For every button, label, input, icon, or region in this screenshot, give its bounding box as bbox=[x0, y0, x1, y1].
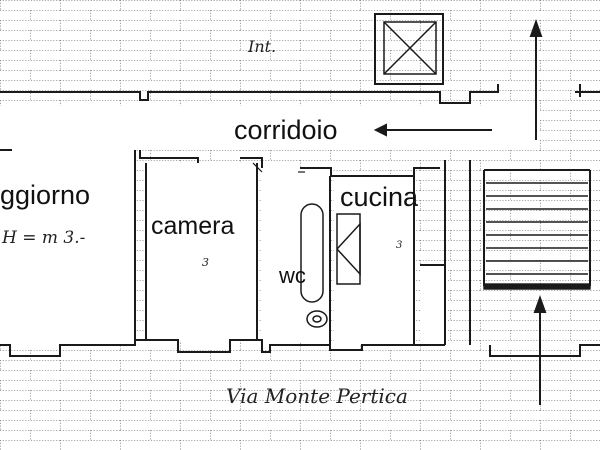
street-label: Via Monte Pertica bbox=[226, 384, 408, 408]
elevator-cross-icon bbox=[374, 13, 444, 85]
living-room-label: ggiorno bbox=[0, 180, 90, 210]
stairs-icon bbox=[483, 182, 591, 290]
kitchen-hood bbox=[336, 213, 361, 285]
height-note: H = m 3.- bbox=[1, 228, 86, 248]
kitchen-label: cucina bbox=[340, 182, 419, 212]
bedroom-label: camera bbox=[151, 212, 234, 240]
walls bbox=[0, 84, 600, 357]
kitchen-tag: 3 bbox=[396, 240, 402, 251]
bedroom-tag: 3 bbox=[202, 256, 209, 269]
corridor-arrow-icon bbox=[373, 123, 492, 137]
toilet-icon bbox=[300, 203, 328, 328]
internal-label: Int. bbox=[247, 37, 276, 56]
up-arrow-icon bbox=[529, 19, 543, 140]
corridor-label: corridoio bbox=[234, 115, 338, 145]
bathroom-label: wc bbox=[278, 263, 306, 288]
interior-zones bbox=[0, 106, 540, 345]
up-arrow-icon bbox=[533, 295, 547, 405]
door-swings bbox=[252, 162, 305, 173]
